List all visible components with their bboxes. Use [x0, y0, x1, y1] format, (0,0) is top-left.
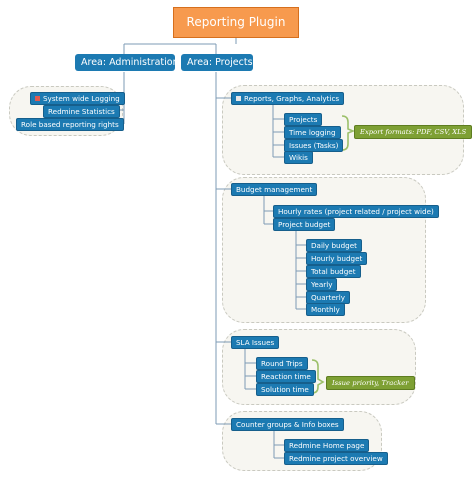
- monthly-node[interactable]: Monthly: [306, 303, 345, 316]
- round-trips-node[interactable]: Round Trips: [256, 357, 308, 370]
- issue-priority-note: Issue priority, Tracker: [326, 376, 415, 390]
- area-projects[interactable]: Area: Projects: [181, 54, 253, 71]
- budget-management-node[interactable]: Budget management: [231, 183, 318, 196]
- counter-groups-node[interactable]: Counter groups & Info boxes: [231, 418, 344, 431]
- yearly-node[interactable]: Yearly: [306, 278, 338, 291]
- sla-issues-node[interactable]: SLA Issues: [231, 336, 280, 349]
- redmine-statistics-node[interactable]: Redmine Statistics: [43, 105, 120, 118]
- wikis-node[interactable]: Wikis: [284, 151, 313, 164]
- area-administration[interactable]: Area: Administration: [75, 54, 179, 71]
- total-budget-node[interactable]: Total budget: [306, 265, 361, 278]
- redmine-project-overview-node[interactable]: Redmine project overview: [284, 452, 388, 465]
- projects-node[interactable]: Projects: [284, 113, 323, 126]
- hourly-rates-node[interactable]: Hourly rates (project related / project …: [273, 205, 439, 218]
- system-wide-logging-node[interactable]: System wide Logging: [30, 92, 125, 105]
- root-node[interactable]: Reporting Plugin: [173, 7, 299, 38]
- system-wide-logging-label: System wide Logging: [43, 94, 120, 103]
- export-formats-note: Export formats: PDF, CSV, XLS: [354, 125, 473, 139]
- red-bullet-icon: [35, 96, 40, 101]
- issues-tasks-node[interactable]: Issues (Tasks): [284, 139, 344, 152]
- time-logging-node[interactable]: Time logging: [284, 126, 341, 139]
- reaction-time-node[interactable]: Reaction time: [256, 370, 316, 383]
- reports-graphs-label: Reports, Graphs, Analytics: [244, 94, 340, 103]
- redmine-home-page-node[interactable]: Redmine Home page: [284, 439, 370, 452]
- role-based-rights-node[interactable]: Role based reporting rights: [16, 118, 124, 131]
- hourly-budget-node[interactable]: Hourly budget: [306, 252, 368, 265]
- chart-bullet-icon: [236, 96, 241, 101]
- reports-graphs-node[interactable]: Reports, Graphs, Analytics: [231, 92, 345, 105]
- daily-budget-node[interactable]: Daily budget: [306, 239, 362, 252]
- project-budget-node[interactable]: Project budget: [273, 218, 336, 231]
- solution-time-node[interactable]: Solution time: [256, 383, 314, 396]
